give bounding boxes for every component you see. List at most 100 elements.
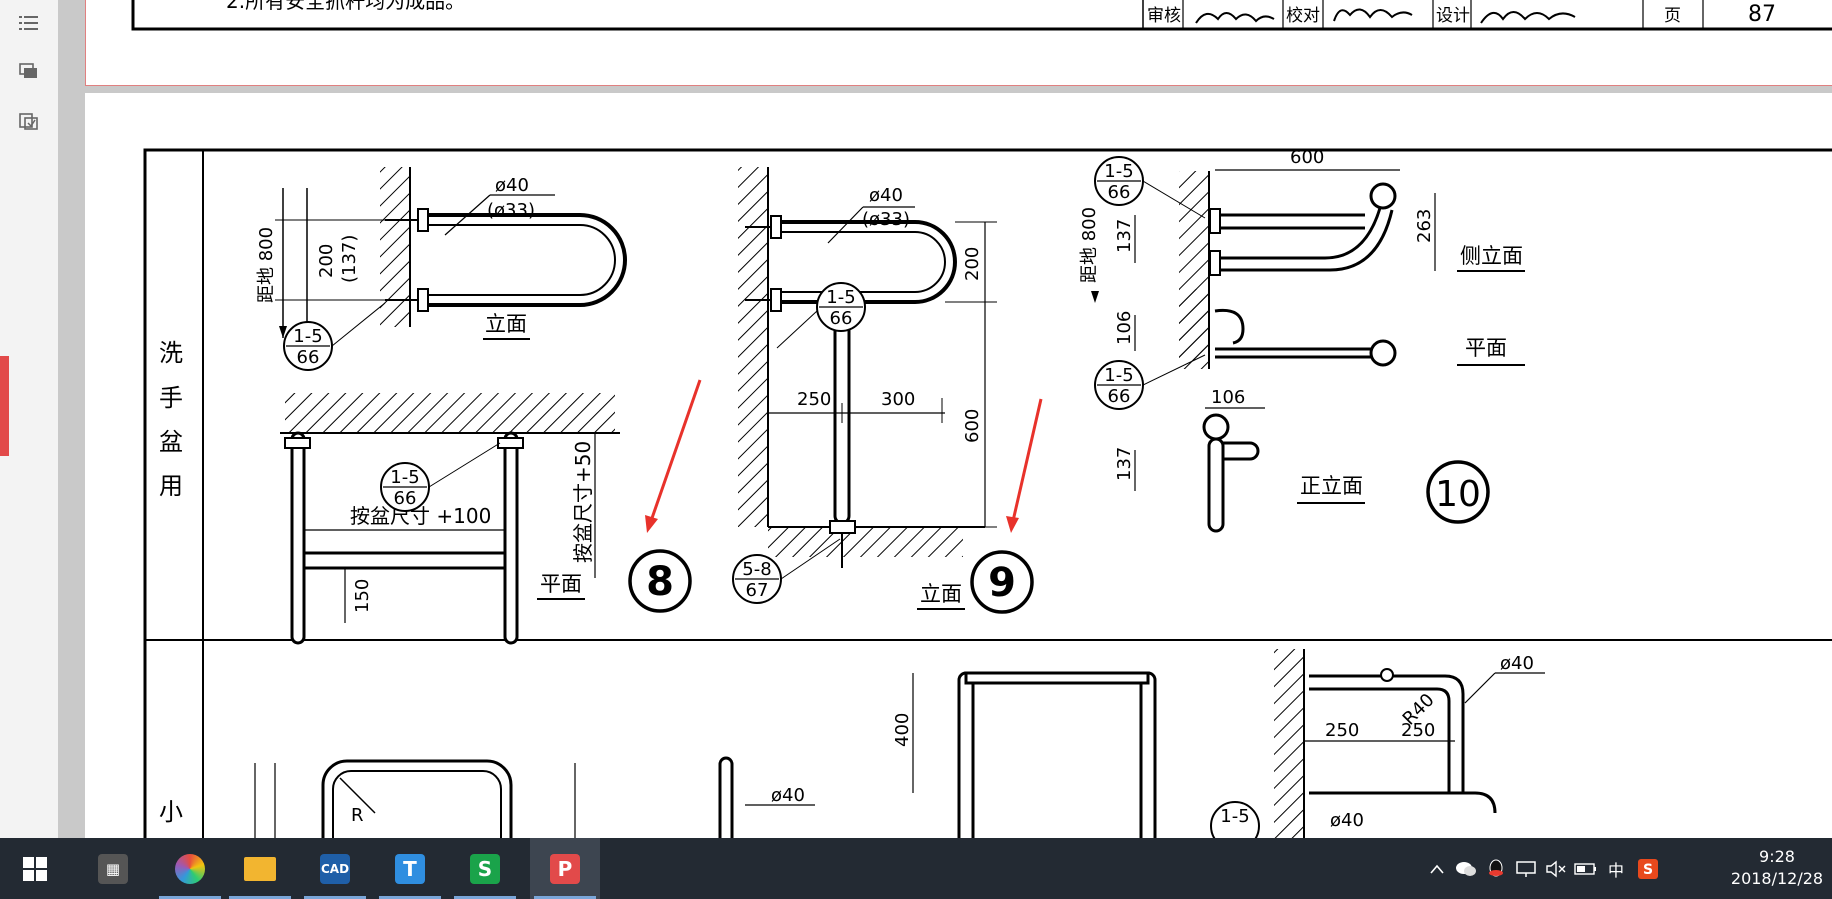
- fig8-plan-label: 平面: [540, 572, 582, 596]
- svg-text:250: 250: [797, 389, 831, 410]
- chevron-up-icon: [1430, 864, 1444, 874]
- svg-text:1-5: 1-5: [390, 467, 419, 488]
- calculator-icon: ▦: [98, 853, 128, 884]
- fig8-elevation-label: 立面: [485, 312, 527, 336]
- svg-text:盆: 盆: [159, 428, 183, 456]
- taskbar-app-calculator[interactable]: ▦: [78, 838, 148, 899]
- drawing-canvas: 洗 手 盆 用 小: [143, 147, 1832, 838]
- fig10-side-label: 侧立面: [1460, 244, 1523, 268]
- svg-text:137: 137: [1114, 219, 1135, 253]
- page-label: 页: [1664, 6, 1681, 26]
- svg-text:按盆尺寸+50: 按盆尺寸+50: [571, 441, 595, 563]
- network-icon[interactable]: [1512, 838, 1540, 899]
- outline-icon[interactable]: [16, 10, 42, 36]
- svg-text:300: 300: [881, 389, 915, 410]
- svg-text:R: R: [351, 805, 364, 826]
- battery-icon[interactable]: [1572, 838, 1600, 899]
- svg-text:600: 600: [962, 409, 983, 443]
- taskbar-app-cad[interactable]: CAD: [300, 838, 370, 899]
- taskbar-app-text-editor[interactable]: T: [375, 838, 445, 899]
- current-page: 洗 手 盆 用 小: [85, 93, 1832, 838]
- row-label-washbasin: 洗 手 盆 用: [159, 339, 183, 500]
- svg-text:1-5: 1-5: [1220, 806, 1249, 827]
- svg-text:ø40: ø40: [1500, 653, 1534, 674]
- taskbar-app-pdf-reader[interactable]: P: [530, 838, 600, 899]
- previous-page: 2.所有安全抓杆均为成品。 审核 校对 设计 页 87: [85, 0, 1832, 86]
- svg-text:手: 手: [159, 384, 183, 412]
- svg-text:106: 106: [1211, 387, 1245, 408]
- svg-text:5-8: 5-8: [742, 559, 771, 580]
- thumbnails-icon[interactable]: [16, 58, 42, 84]
- svg-text:ø40: ø40: [495, 175, 529, 196]
- signature-design: [1480, 11, 1576, 24]
- wechat-icon[interactable]: [1452, 838, 1480, 899]
- row-label-urinal: 小: [159, 798, 183, 826]
- svg-text:1-5: 1-5: [826, 287, 855, 308]
- page-number: 87: [1748, 2, 1776, 27]
- clock-time: 9:28: [1759, 847, 1795, 866]
- svg-text:ø40: ø40: [1330, 810, 1364, 831]
- svg-text:(ø33): (ø33): [862, 209, 910, 230]
- signature-check: [1333, 8, 1413, 22]
- svg-text:200: 200: [316, 244, 337, 278]
- show-hidden-icons-button[interactable]: [1425, 838, 1449, 899]
- taskbar-app-file-explorer[interactable]: [225, 838, 295, 899]
- drawing-note: 2.所有安全抓杆均为成品。: [226, 0, 465, 13]
- svg-text:66: 66: [394, 488, 417, 509]
- svg-text:137: 137: [1114, 447, 1135, 481]
- svg-text:(137): (137): [339, 235, 360, 283]
- svg-text:洗: 洗: [159, 339, 183, 367]
- svg-text:150: 150: [352, 579, 373, 613]
- fig9-number: 9: [988, 560, 1016, 606]
- design-label: 设计: [1436, 6, 1470, 26]
- fig9-elevation-label: 立面: [920, 582, 962, 606]
- taskbar-app-spreadsheet[interactable]: S: [450, 838, 520, 899]
- document-viewer[interactable]: 2.所有安全抓杆均为成品。 审核 校对 设计 页 87 洗 手 盆: [58, 0, 1832, 838]
- collapse-panel-tab[interactable]: [0, 356, 9, 456]
- text-editor-icon: T: [395, 853, 425, 884]
- taskbar: ▦ CAD T S P 中 S: [0, 838, 1832, 899]
- svg-text:(ø33): (ø33): [487, 200, 535, 221]
- svg-text:200: 200: [962, 247, 983, 281]
- taskbar-app-photos[interactable]: [155, 838, 225, 899]
- signature-review: [1195, 12, 1275, 24]
- cad-icon: CAD: [320, 853, 350, 884]
- fig10-number: 10: [1435, 474, 1481, 515]
- sogou-icon[interactable]: S: [1634, 838, 1662, 899]
- svg-text:ø40: ø40: [771, 785, 805, 806]
- svg-text:1-5: 1-5: [1104, 365, 1133, 386]
- spreadsheet-icon: S: [470, 853, 500, 884]
- annotation-icon[interactable]: [16, 108, 42, 134]
- review-label: 审核: [1147, 6, 1181, 26]
- svg-text:S: S: [1643, 862, 1653, 878]
- folder-icon: [244, 856, 276, 881]
- figure-8: 200 (137) 距地 800 ø40 (ø33) 1-5 66 立面: [256, 167, 702, 645]
- windows-logo-icon: [23, 856, 47, 881]
- svg-text:250: 250: [1325, 720, 1359, 741]
- check-label: 校对: [1286, 6, 1320, 26]
- svg-text:按盆尺寸 +100: 按盆尺寸 +100: [350, 504, 491, 528]
- svg-text:距地 800: 距地 800: [256, 227, 277, 303]
- clock-date: 2018/12/28: [1730, 869, 1824, 888]
- svg-text:67: 67: [746, 580, 769, 601]
- fig10-plan-label: 平面: [1465, 336, 1507, 360]
- side-toolbar: [0, 0, 59, 838]
- lower-row-figures: R ø40 400 250: [254, 649, 1545, 838]
- svg-text:距地 800: 距地 800: [1079, 207, 1100, 283]
- volume-muted-icon[interactable]: [1542, 838, 1570, 899]
- fig10-front-label: 正立面: [1300, 474, 1363, 498]
- figure-9: 200 600 250 300 ø40 (ø33) 1-5 66 5-8: [732, 167, 1043, 614]
- ime-indicator[interactable]: 中: [1602, 838, 1630, 899]
- svg-text:66: 66: [1108, 182, 1131, 203]
- system-clock[interactable]: 9:28 2018/12/28: [1722, 838, 1832, 899]
- svg-text:250: 250: [1401, 720, 1435, 741]
- svg-text:1-5: 1-5: [1104, 161, 1133, 182]
- qq-icon[interactable]: [1482, 838, 1510, 899]
- svg-text:ø40: ø40: [869, 185, 903, 206]
- pdf-reader-icon: P: [550, 853, 580, 884]
- svg-text:400: 400: [892, 713, 913, 747]
- fig8-number: 8: [646, 559, 674, 605]
- svg-text:263: 263: [1414, 209, 1435, 243]
- svg-text:106: 106: [1114, 311, 1135, 345]
- start-button[interactable]: [0, 838, 70, 899]
